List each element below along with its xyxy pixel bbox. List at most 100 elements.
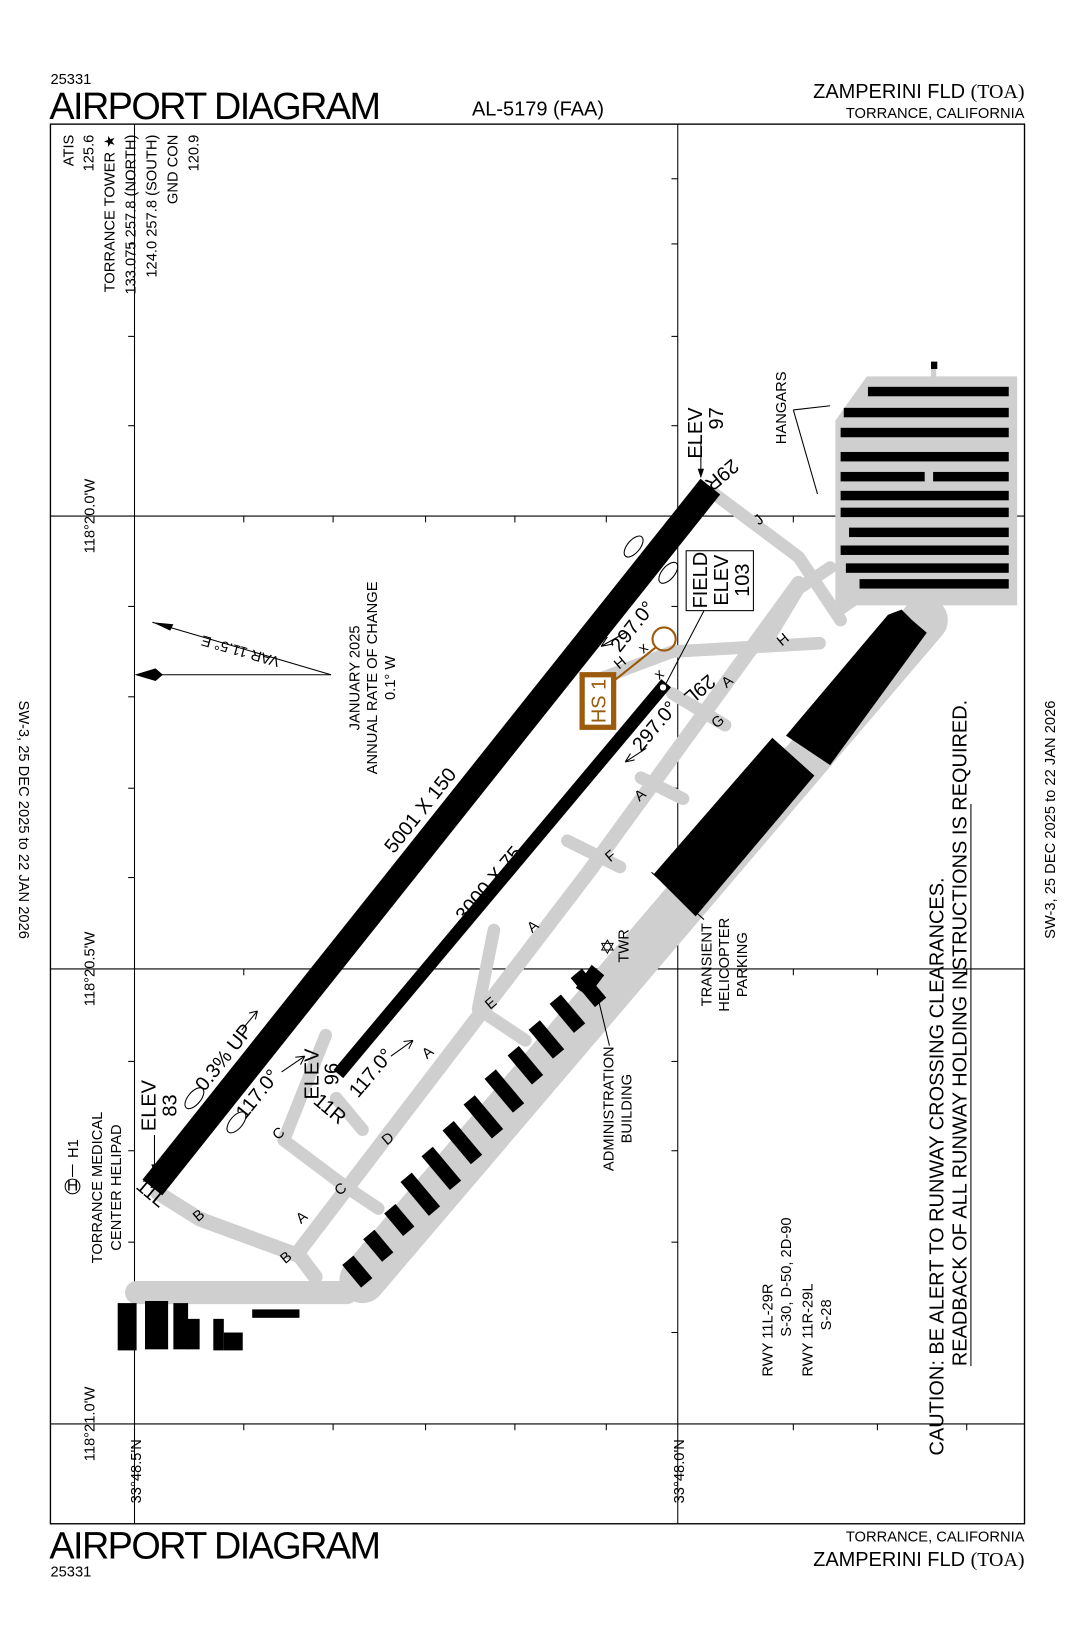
hangar	[843, 407, 1009, 418]
svg-text:PARKING: PARKING	[735, 932, 751, 997]
longitude-label: 118°20.5'W	[83, 932, 99, 1007]
taxiways-pavement	[125, 361, 1018, 1305]
t-hangar	[363, 1229, 394, 1262]
svg-text:TWR: TWR	[616, 929, 632, 962]
t-hangar	[484, 1069, 525, 1113]
hangar	[849, 527, 1009, 538]
taxiway-label-a: A	[293, 1209, 311, 1228]
effective-dates-left: SW-3, 25 DEC 2025 to 22 JAN 2026	[15, 701, 31, 939]
airport-name-top: ZAMPERINI FLD (TOA)	[813, 81, 1024, 103]
svg-text:HS 1: HS 1	[588, 679, 610, 723]
city-state-top: TORRANCE, CALIFORNIA	[846, 106, 1025, 122]
svg-text:ELEV: ELEV	[711, 554, 733, 606]
svg-text:H: H	[67, 1178, 78, 1195]
svg-text:VAR 11.5° E: VAR 11.5° E	[199, 631, 281, 669]
wind-cone-icons	[184, 535, 679, 1134]
frequency-line: GND CON	[166, 135, 182, 204]
true-north-arrow-icon	[134, 668, 163, 682]
t-hangar	[442, 1120, 483, 1165]
hangar	[867, 386, 1009, 397]
hangar	[845, 563, 1009, 573]
t-hangar	[342, 1255, 373, 1288]
field-elevation-box: FIELD ELEV 103	[665, 550, 754, 684]
svg-text:ELEV: ELEV	[139, 1079, 161, 1131]
svg-text:96: 96	[321, 1063, 343, 1085]
t-hangar	[507, 1046, 544, 1085]
svg-text:CENTER HELIPAD: CENTER HELIPAD	[109, 1124, 125, 1250]
t-hangar	[463, 1095, 504, 1139]
tower-star-icon: ✡	[599, 937, 616, 959]
svg-text:HELICOPTER: HELICOPTER	[717, 918, 733, 1012]
magnetic-north-arrow-icon	[152, 622, 174, 631]
svg-text:97: 97	[706, 407, 728, 429]
svg-text:ELEV: ELEV	[301, 1048, 323, 1100]
hotspot-circle-icon	[651, 626, 677, 652]
buildings	[117, 609, 927, 1351]
frequency-line: TORRANCE TOWER ★	[103, 135, 119, 293]
svg-text:ELEV: ELEV	[685, 407, 707, 459]
procedure-id: AL-5179 (FAA)	[472, 99, 604, 121]
hangar	[840, 427, 1009, 438]
lat-lon-grid	[50, 124, 1025, 1524]
chart-frame	[49, 123, 1026, 1525]
admin-building	[575, 964, 605, 997]
svg-text:TRANSIENT: TRANSIENT	[699, 923, 715, 1006]
chart-number-top: 25331	[50, 72, 91, 88]
hangar	[840, 451, 1009, 462]
effective-dates-right: SW-3, 25 DEC 2025 to 22 JAN 2026	[1043, 701, 1059, 939]
svg-text:S-28: S-28	[819, 1299, 835, 1330]
runway-11R-29L	[333, 679, 672, 1079]
svg-text:RWY 11L-29R: RWY 11L-29R	[760, 1283, 776, 1376]
latitude-label: 33°48.0'N	[672, 1439, 688, 1503]
svg-text:S-30, D-50, 2D-90: S-30, D-50, 2D-90	[779, 1217, 795, 1336]
svg-text:CAUTION: BE ALERT TO RUNWAY CR: CAUTION: BE ALERT TO RUNWAY CROSSING CLE…	[927, 877, 949, 1455]
svg-text:3000 X 75: 3000 X 75	[452, 842, 527, 926]
taxiway-label-a: A	[419, 1044, 437, 1063]
frequency-line: 124.0 257.8 (SOUTH)	[145, 135, 161, 278]
airport-name-bottom: ZAMPERINI FLD (TOA)	[813, 1549, 1024, 1571]
helipad-icon	[64, 1178, 81, 1195]
longitude-label: 118°21.0'W	[83, 1387, 99, 1462]
runway-end-marker	[659, 684, 667, 691]
hotspot-hs1[interactable]: HS 1	[579, 626, 677, 730]
frequency-line: ATIS	[62, 134, 78, 166]
runway-data: RWY 11L-29R S-30, D-50, 2D-90 RWY 11R-29…	[760, 1217, 835, 1376]
frequency-line: 133.075 257.8 (NORTH)	[124, 135, 140, 295]
hangar	[840, 545, 1009, 555]
hangar	[840, 471, 925, 482]
hangar	[933, 471, 1009, 482]
hangar	[840, 490, 1009, 501]
t-hangar	[528, 1020, 565, 1059]
svg-text:READBACK OF ALL RUNWAY HOLDING: READBACK OF ALL RUNWAY HOLDING INSTRUCTI…	[950, 700, 972, 1366]
page-title-bottom: AIRPORT DIAGRAM	[49, 1525, 379, 1567]
svg-text:ANNUAL RATE OF CHANGE: ANNUAL RATE OF CHANGE	[365, 581, 381, 774]
frequency-line: 125.6	[82, 135, 98, 172]
runway-11L-29R	[142, 478, 721, 1196]
svg-text:BUILDING: BUILDING	[620, 1074, 636, 1143]
t-hangar	[384, 1204, 415, 1236]
hangar	[859, 579, 1009, 589]
facility-labels: HANGARS TRANSIENT HELICOPTER PARKING ADM…	[64, 371, 831, 1264]
city-state-bottom: TORRANCE, CALIFORNIA	[846, 1530, 1025, 1546]
magnetic-variation: VAR 11.5° E JANUARY 2025 ANNUAL RATE OF …	[134, 581, 399, 774]
svg-text:TORRANCE MEDICAL: TORRANCE MEDICAL	[90, 1112, 106, 1264]
frequency-line: 120.9	[187, 135, 203, 172]
t-hangar	[421, 1146, 462, 1191]
t-hangar	[549, 994, 586, 1033]
svg-text:ADMINISTRATION: ADMINISTRATION	[602, 1046, 618, 1171]
svg-text:83: 83	[160, 1094, 182, 1116]
terminal-building	[785, 609, 927, 766]
page-title-top: AIRPORT DIAGRAM	[49, 86, 379, 128]
svg-text:HANGARS: HANGARS	[774, 371, 790, 444]
chart-number-bottom: 25331	[50, 1564, 91, 1580]
transient-parking-building	[653, 737, 815, 917]
latitude-label: 33°48.5'N	[129, 1439, 145, 1503]
hangar-buildings	[840, 386, 1009, 589]
svg-text:0.1° W: 0.1° W	[383, 656, 399, 700]
arrow-icon	[151, 1164, 158, 1174]
svg-text:JANUARY 2025: JANUARY 2025	[347, 625, 363, 730]
t-hangar	[400, 1172, 441, 1216]
hangar	[840, 507, 1009, 518]
